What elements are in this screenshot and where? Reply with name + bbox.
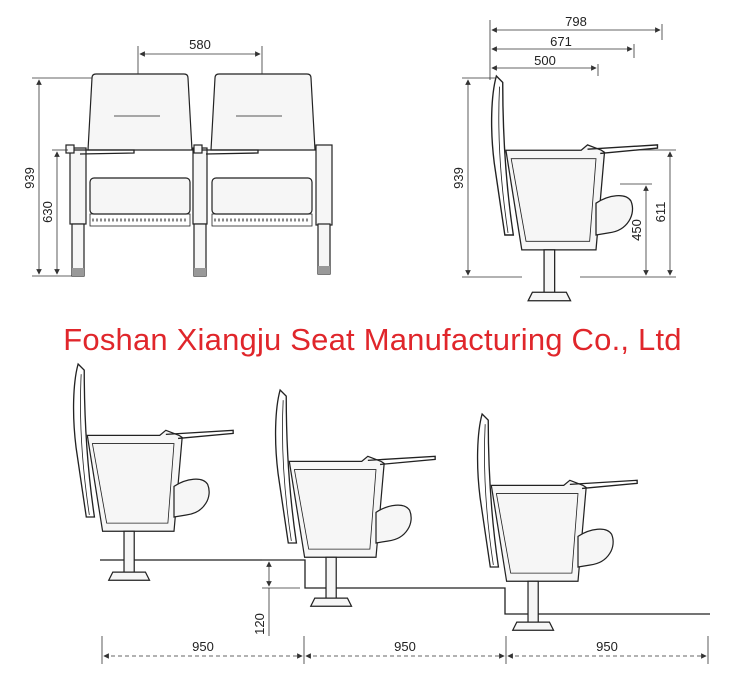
side-view: 798 671 500 939 450 611 [451, 14, 676, 302]
front-view: 580 939 630 [22, 37, 333, 277]
dim-row-spacing-1: 950 [192, 639, 214, 654]
row-layout: 120 950 950 950 [72, 363, 710, 664]
dim-side-armrest: 611 [653, 202, 668, 223]
dim-seat-height: 450 [629, 219, 644, 241]
dim-row-spacing-3: 950 [596, 639, 618, 654]
dim-depth-open: 671 [550, 34, 572, 49]
dim-side-height: 939 [451, 167, 466, 189]
dim-seat-width: 580 [189, 37, 211, 52]
dim-step-height: 120 [252, 613, 267, 635]
dim-depth-closed: 500 [534, 53, 556, 68]
dim-row-spacing-2: 950 [394, 639, 416, 654]
dim-front-armrest: 630 [40, 201, 55, 223]
dim-depth-total: 798 [565, 14, 587, 29]
company-name: Foshan Xiangju Seat Manufacturing Co., L… [63, 322, 682, 357]
dim-front-height: 939 [22, 167, 37, 189]
